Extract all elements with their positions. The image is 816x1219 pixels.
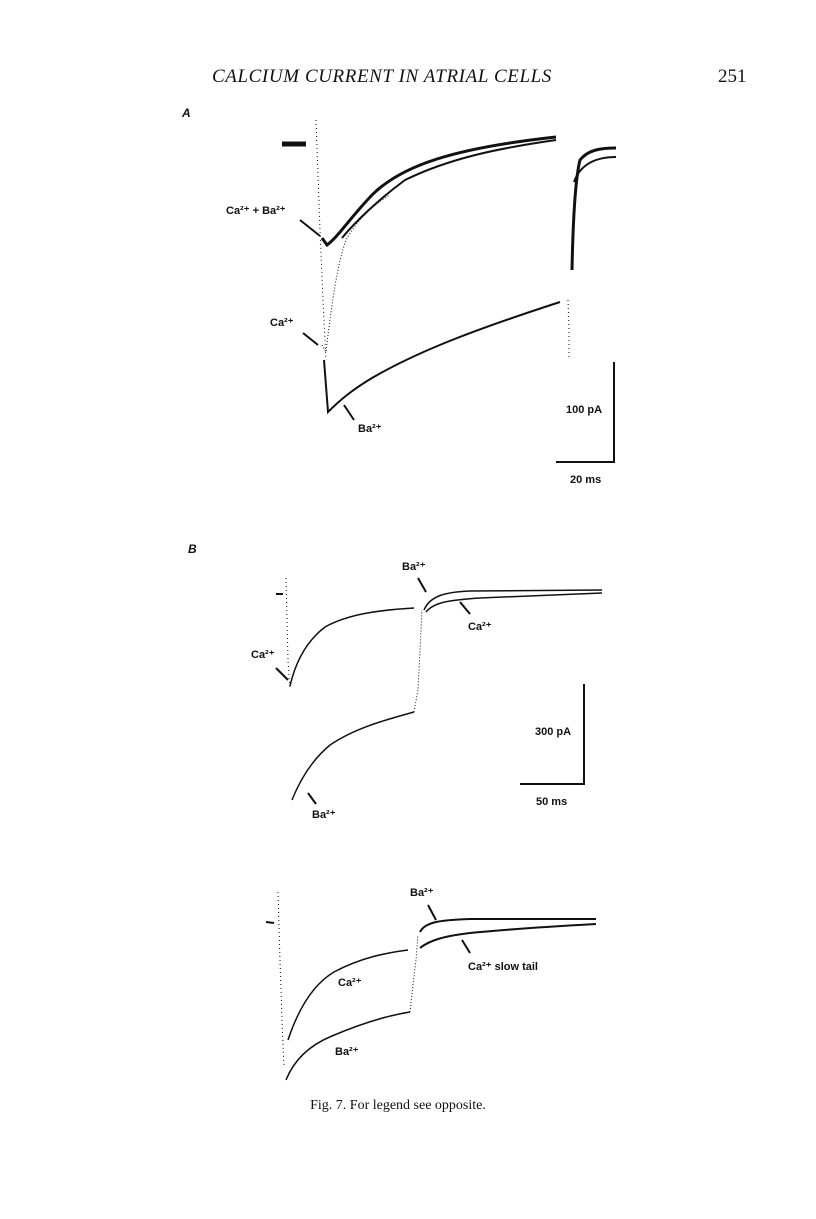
trace-b2-ca-slow-tail	[419, 923, 597, 949]
figure-caption: Fig. 7. For legend see opposite.	[310, 1098, 486, 1113]
trace-b2-artifact	[277, 891, 285, 1069]
trace-b-step	[413, 609, 423, 713]
trace-b-ca	[289, 607, 415, 687]
page-number: 251	[718, 66, 747, 87]
trace-a-ca-ba-1	[320, 135, 557, 248]
trace-a-tail-artifact	[567, 299, 570, 360]
scale-b-current: 300 pA	[535, 726, 571, 738]
pointer-b2-ca-slow	[461, 939, 471, 954]
label-b-ba-top: Ba²⁺	[402, 561, 426, 573]
trace-a-ca-ba-2	[341, 139, 557, 239]
panel-b-upper-pointers	[275, 577, 471, 805]
label-a-ba: Ba²⁺	[358, 423, 382, 435]
label-b2-ca: Ca²⁺	[338, 977, 362, 989]
trace-a-tail-2	[573, 156, 617, 183]
running-head-title: CALCIUM CURRENT IN ATRIAL CELLS	[212, 66, 552, 87]
pointer-a-ca	[302, 332, 319, 346]
pointer-b-ca-tail	[459, 601, 471, 615]
trace-b-ba	[291, 711, 415, 801]
running-head: CALCIUM CURRENT IN ATRIAL CELLS 251	[0, 66, 816, 90]
panel-b-lower-traces	[265, 891, 597, 1081]
trace-a-ca	[321, 194, 391, 354]
scale-b-time: 50 ms	[536, 796, 567, 808]
panel-b-upper-traces	[276, 577, 603, 801]
trace-a-tail	[570, 146, 617, 271]
scale-a-time: 20 ms	[570, 474, 601, 486]
label-b2-ba-top: Ba²⁺	[410, 887, 434, 899]
panel-a-traces	[282, 119, 617, 415]
pointer-b2-ba-top	[427, 904, 437, 921]
label-a-ca: Ca²⁺	[270, 317, 294, 329]
label-b-ba: Ba²⁺	[312, 809, 336, 821]
panel-a-pointers	[299, 219, 355, 421]
trace-b-ca-tail	[425, 592, 603, 613]
pointer-a-ba	[343, 404, 355, 421]
panel-b-lower-pointers	[427, 904, 471, 954]
label-b2-ba: Ba²⁺	[335, 1046, 359, 1058]
trace-a-ba	[323, 301, 561, 415]
trace-b2-ca	[287, 949, 409, 1041]
pointer-b-ba	[307, 792, 317, 805]
trace-b-ba-tail	[423, 589, 603, 611]
pointer-a-ca-ba	[299, 219, 321, 237]
pointer-b-ca	[275, 667, 289, 681]
trace-b-artifact	[285, 577, 291, 691]
label-b-ca: Ca²⁺	[251, 649, 275, 661]
scale-a-current: 100 pA	[566, 404, 602, 416]
scale-bar-a	[556, 362, 615, 463]
label-a-ca-ba: Ca²⁺ + Ba²⁺	[226, 205, 286, 217]
label-b2-ca-slow-tail: Ca²⁺ slow tail	[468, 961, 538, 973]
panel-label-a: A	[182, 106, 191, 120]
trace-b2-ba	[285, 1011, 411, 1081]
label-b-ca-tail: Ca²⁺	[468, 621, 492, 633]
trace-b2-step	[409, 934, 419, 1013]
scale-bar-b	[520, 684, 585, 785]
trace-a-artifact	[315, 119, 327, 361]
trace-b2-ba-tail	[419, 918, 596, 933]
panel-label-b: B	[188, 542, 197, 556]
trace-b2-holding	[265, 921, 275, 924]
pointer-b-ba-top	[417, 577, 427, 593]
